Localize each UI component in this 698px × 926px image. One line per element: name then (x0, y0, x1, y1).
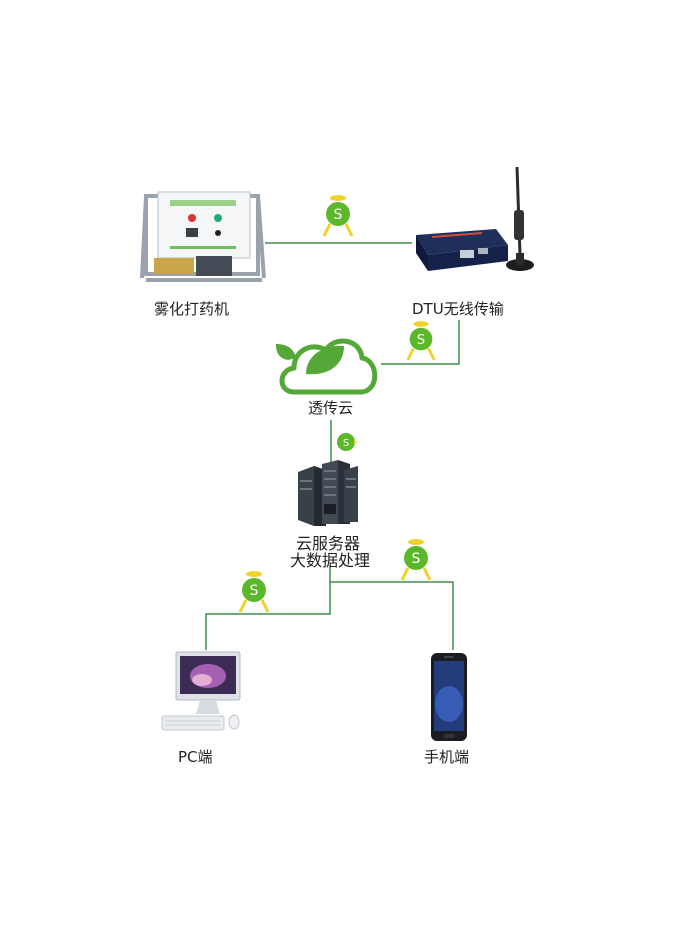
svg-text:S: S (250, 583, 259, 599)
desktop-computer-icon (161, 651, 241, 731)
svg-text:S: S (417, 333, 425, 348)
sprayer-machine-icon (140, 191, 266, 282)
server-label-line1: 云服务器 (296, 534, 361, 553)
wire-server-pc (205, 565, 331, 650)
sprayer-label: 雾化打药机 (154, 300, 230, 318)
server-label-line2: 大数据处理 (290, 551, 371, 570)
data-runner-icon: S (238, 571, 270, 613)
data-runner-icon: S (337, 433, 358, 451)
wire-server-phone (330, 581, 454, 650)
pc-label: PC端 (178, 748, 213, 766)
wire-dtu-cloud (381, 320, 460, 365)
data-runner-icon: S (322, 195, 354, 237)
svg-text:S: S (334, 207, 343, 223)
svg-text:S: S (343, 438, 349, 449)
data-runner-icon: S (406, 321, 436, 361)
dtu-label: DTU无线传输 (412, 300, 504, 318)
server-rack-icon (298, 460, 358, 526)
data-runner-icon: S (400, 539, 432, 581)
cloud-label: 透传云 (308, 399, 354, 417)
leaf-cloud-icon (276, 338, 378, 395)
svg-text:S: S (412, 551, 421, 567)
dtu-antenna-icon (416, 166, 534, 271)
phone-label: 手机端 (424, 748, 470, 766)
smartphone-icon (431, 653, 467, 741)
